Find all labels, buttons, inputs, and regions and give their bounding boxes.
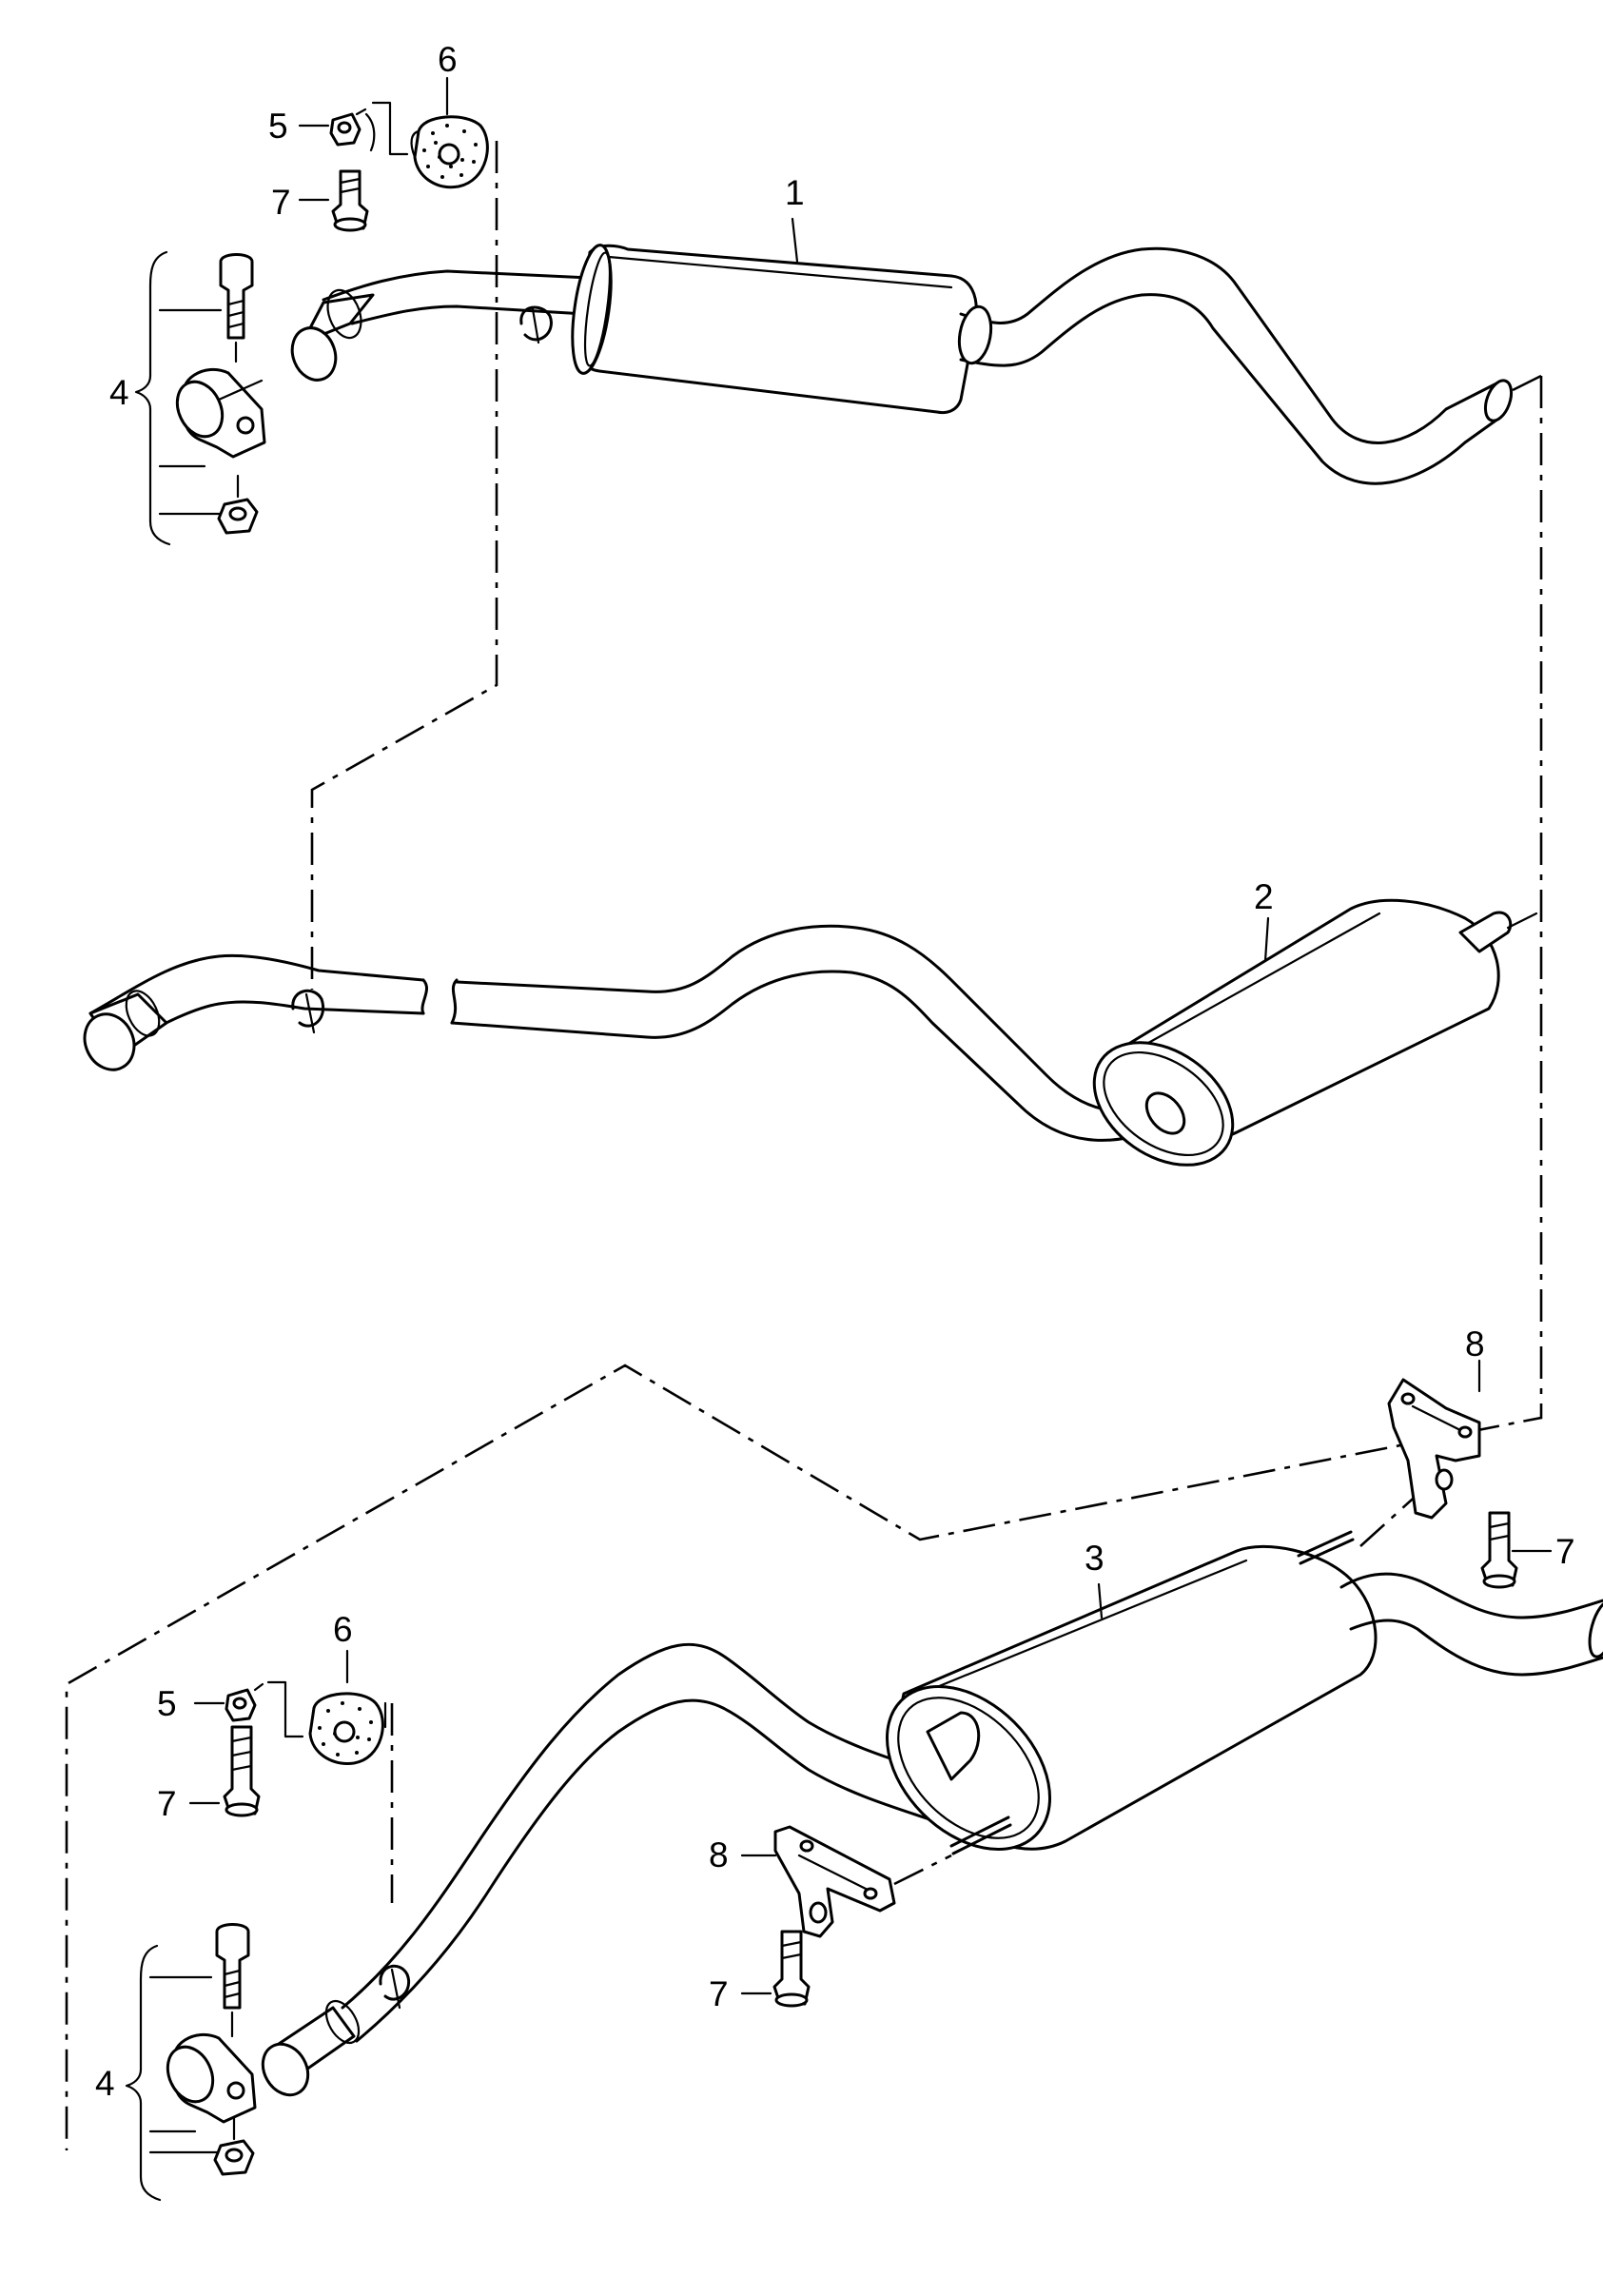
center-hanger-hardware — [740, 1825, 896, 2008]
callout-8-center: 8 — [709, 1835, 729, 1874]
callout-4-top: 4 — [109, 373, 129, 412]
callout-7-top: 7 — [271, 183, 291, 222]
callout-7-bottom-center: 7 — [709, 1974, 729, 2013]
callout-labels: 1 2 3 4 5 6 7 4 5 6 7 8 7 8 7 — [95, 40, 1575, 2103]
callout-6-top: 6 — [438, 40, 458, 79]
callout-7-bottom-right: 7 — [1555, 1532, 1575, 1571]
bottom-clamp-hardware — [125, 1649, 387, 2202]
middle-muffler-assembly — [290, 244, 1514, 485]
callout-4-bottom: 4 — [95, 2064, 115, 2103]
muffler-3-assembly — [261, 1472, 1603, 2097]
assembly-reference-lines — [65, 141, 1543, 2150]
callout-5-top: 5 — [268, 107, 288, 146]
right-hanger-hardware — [1387, 1359, 1553, 1589]
callout-leaders — [791, 217, 1270, 1619]
top-clamp-hardware — [134, 76, 489, 546]
callout-5-bottom: 5 — [157, 1684, 177, 1723]
callout-3: 3 — [1085, 1539, 1105, 1578]
callout-2: 2 — [1254, 877, 1274, 916]
callout-8-right: 8 — [1465, 1325, 1485, 1364]
callout-1: 1 — [785, 173, 805, 212]
callout-7-bottom-left: 7 — [157, 1784, 177, 1823]
rear-muffler-assembly — [83, 898, 1538, 1167]
callout-6-bottom: 6 — [333, 1610, 353, 1649]
